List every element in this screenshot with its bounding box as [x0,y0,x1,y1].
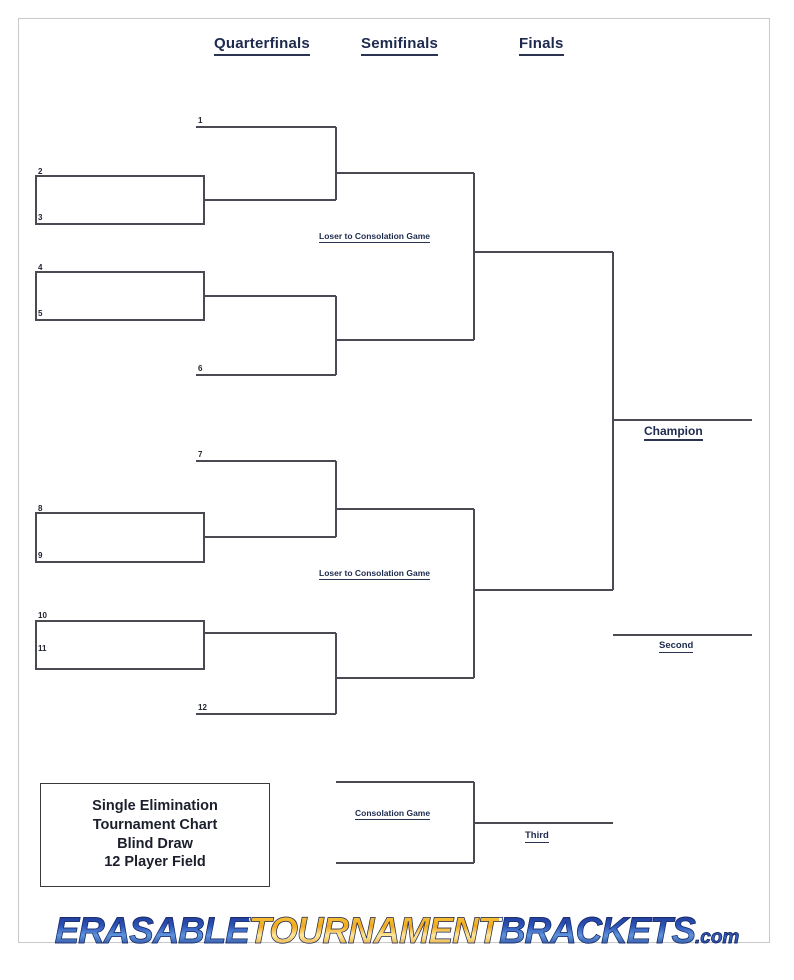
info-line-format: Single Elimination [92,797,218,814]
note-loser-to-consolation-upper: Loser to Consolation Game [319,231,430,243]
box-seed-10-11 [35,620,205,670]
seed-number-8: 8 [38,504,43,513]
info-line-chart: Tournament Chart [92,816,218,833]
note-loser-to-consolation-lower: Loser to Consolation Game [319,568,430,580]
seed-number-9: 9 [38,551,43,560]
label-second: Second [659,640,694,653]
logo-text-tournament: TOURNAMENT [248,910,500,951]
label-third: Third [525,830,549,843]
info-line-draw: Blind Draw [117,835,193,852]
chart-info-box: Single Elimination Tournament Chart Blin… [40,783,270,887]
seed-number-1: 1 [198,116,203,125]
seed-number-4: 4 [38,263,43,272]
seed-number-3: 3 [38,213,43,222]
logo-text-brackets: BRACKETS [499,910,697,951]
box-seed-8-9 [35,512,205,563]
page-sheet [18,18,770,943]
info-line-field-size: 12 Player Field [104,854,206,871]
note-consolation-game: Consolation Game [355,808,431,820]
seed-number-10: 10 [38,611,47,620]
heading-finals: Finals [519,35,564,56]
logo-text-erasable: ERASABLE [54,910,250,951]
heading-semifinals: Semifinals [361,35,439,56]
label-champion: Champion [644,424,703,441]
box-seed-2-3 [35,175,205,225]
site-logo: ERASABLETOURNAMENTBRACKETS.com [0,910,794,951]
logo-text-dotcom: .com [694,927,740,948]
box-seed-4-5 [35,271,205,321]
seed-number-6: 6 [198,364,203,373]
seed-number-11: 11 [38,644,47,653]
seed-number-7: 7 [198,450,203,459]
seed-number-2: 2 [38,167,43,176]
seed-number-12: 12 [198,703,207,712]
seed-number-5: 5 [38,309,43,318]
heading-quarterfinals: Quarterfinals [214,35,310,56]
